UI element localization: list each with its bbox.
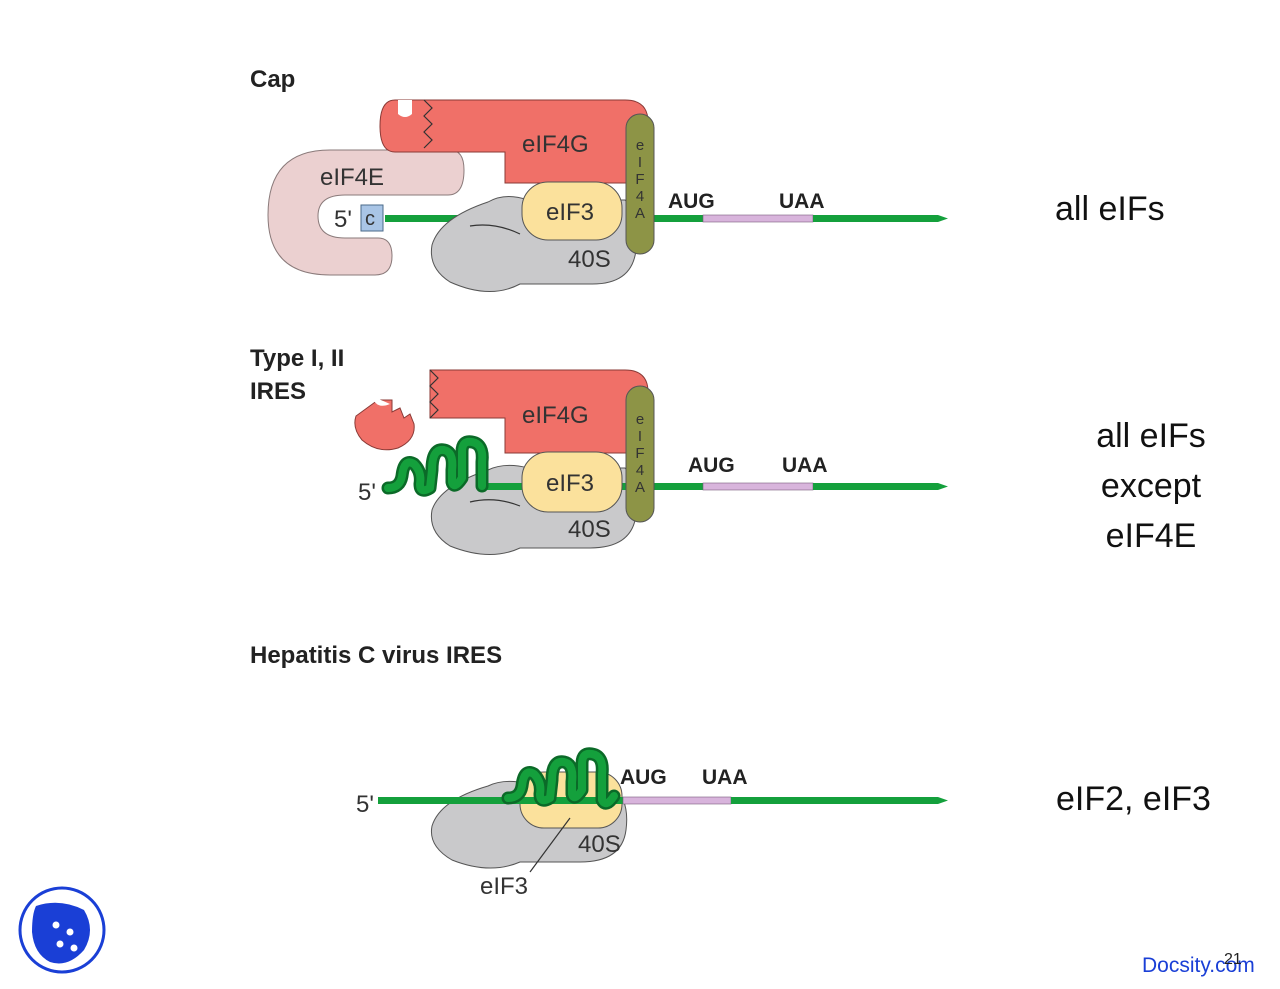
- eif4g-fragment-notch: [372, 396, 390, 406]
- eif4e-label: eIF4E: [320, 164, 384, 191]
- eif4a-shape: [625, 113, 655, 255]
- panel-hcv-ires: Hepatitis C virus IRES 40S eIF3 5' AUG U…: [250, 642, 1211, 900]
- eif4g-label: eIF4G: [522, 402, 589, 429]
- mrna-orf: [622, 796, 732, 805]
- panel-ires-heading-line2: IRES: [250, 378, 306, 405]
- ires-structure-fill: [504, 749, 618, 808]
- docsity-logo-icon: [18, 886, 106, 974]
- start-codon-label: AUG: [620, 766, 667, 789]
- mrna-3prime: [731, 797, 948, 804]
- ires-structure-fill: [384, 437, 487, 495]
- panel-cap-note: all eIFs: [1055, 190, 1165, 228]
- five-prime-label: 5': [358, 479, 376, 506]
- panel-cap: Cap eIF4E eIF4G c 5' 40S eIF3 e I F 4: [250, 66, 1165, 293]
- ribosome-40s-label: 40S: [578, 831, 621, 858]
- mrna-5prime-leader: [378, 797, 623, 804]
- stop-codon-label: UAA: [779, 190, 825, 213]
- svg-text:A: A: [635, 479, 645, 496]
- mrna-3prime: [813, 215, 948, 222]
- cap-label: c: [365, 208, 375, 230]
- svg-text:F: F: [635, 445, 644, 462]
- svg-text:4: 4: [636, 462, 644, 479]
- stop-codon-label: UAA: [702, 766, 748, 789]
- eif3-label: eIF3: [480, 873, 528, 900]
- svg-text:e: e: [636, 137, 644, 154]
- five-prime-label: 5': [334, 206, 352, 233]
- eif3-shape: [521, 451, 623, 513]
- mrna-3prime: [813, 483, 948, 490]
- ribosome-40s-groove: [469, 224, 521, 235]
- ribosome-40s-label: 40S: [568, 516, 611, 543]
- eif4a-shape: [625, 385, 655, 523]
- page-number: 21: [1224, 951, 1242, 968]
- eif4a-label: e I F 4 A: [635, 137, 645, 222]
- ribosome-40s-label: 40S: [568, 246, 611, 273]
- eif4a-label: e I F 4 A: [635, 411, 645, 496]
- panel-ires-note-line3: eIF4E: [1106, 517, 1197, 555]
- svg-text:e: e: [636, 411, 644, 428]
- svg-text:4: 4: [636, 188, 644, 205]
- panel-type-i-ii-ires: Type I, II IRES eIF4G 40S 5' eIF3 e I F …: [250, 345, 1206, 556]
- panel-ires-heading-line1: Type I, II: [250, 345, 344, 372]
- eif4g-label: eIF4G: [522, 131, 589, 158]
- docsity-brand-link[interactable]: Docsity.com: [1142, 954, 1255, 977]
- panel-hcv-heading: Hepatitis C virus IRES: [250, 642, 502, 669]
- panel-cap-heading: Cap: [250, 66, 295, 93]
- ribosome-40s-groove: [469, 499, 521, 507]
- panel-ires-note-line2: except: [1101, 467, 1202, 505]
- mrna-orf: [702, 482, 814, 491]
- start-codon-label: AUG: [688, 454, 735, 477]
- eif4g-zigzag: [423, 99, 433, 149]
- cap-box: [360, 204, 384, 232]
- eif4e-shape: [267, 149, 465, 276]
- start-codon-label: AUG: [668, 190, 715, 213]
- eif4g-cleaved-fragment: [354, 399, 415, 451]
- svg-text:A: A: [635, 205, 645, 222]
- panel-ires-note-line1: all eIFs: [1096, 417, 1206, 455]
- eif4g-zigzag: [429, 369, 439, 419]
- eif3-label: eIF3: [546, 199, 594, 226]
- eif3-shape: [521, 181, 623, 241]
- panel-hcv-note: eIF2, eIF3: [1056, 780, 1211, 818]
- five-prime-label: 5': [356, 791, 374, 818]
- stop-codon-label: UAA: [782, 454, 828, 477]
- eif4g-notch: [398, 100, 412, 117]
- svg-text:I: I: [638, 154, 642, 171]
- svg-text:I: I: [638, 428, 642, 445]
- eif4g-shape: [379, 99, 649, 184]
- eif4g-shape: [429, 369, 649, 454]
- eif3-leader-line: [529, 817, 571, 873]
- eif3-label: eIF3: [546, 470, 594, 497]
- svg-text:F: F: [635, 171, 644, 188]
- mrna-orf: [702, 214, 814, 223]
